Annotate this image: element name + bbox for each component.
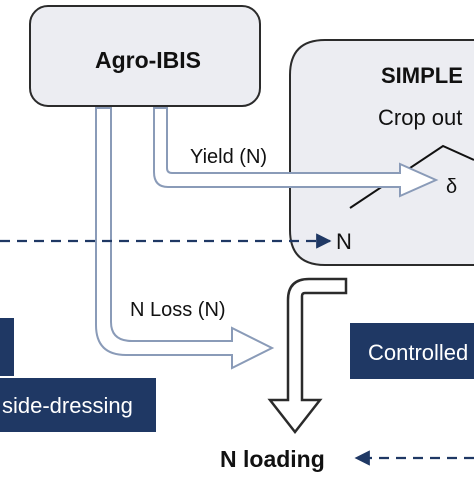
n-label: N bbox=[336, 229, 352, 254]
n-loading-label: N loading bbox=[220, 446, 325, 472]
side-dressing-label: side-dressing bbox=[2, 393, 133, 418]
simple-title: SIMPLE bbox=[381, 63, 463, 88]
controlled-box bbox=[350, 323, 474, 379]
n-loading-arrow bbox=[267, 277, 348, 435]
yield-label: Yield (N) bbox=[190, 146, 267, 168]
n-loss-arrow bbox=[95, 107, 275, 370]
delta-label: δ bbox=[446, 176, 457, 198]
yield-arrow bbox=[153, 107, 439, 198]
simple-box bbox=[289, 39, 474, 266]
controlled-label: Controlled bbox=[368, 340, 468, 365]
crop-output-label: Crop out bbox=[378, 105, 462, 130]
n-loss-label: N Loss (N) bbox=[130, 299, 226, 321]
left-navy-box-top bbox=[0, 318, 14, 376]
agro-ibis-box bbox=[29, 5, 261, 107]
agro-ibis-label: Agro-IBIS bbox=[95, 47, 201, 73]
side-dressing-box bbox=[0, 378, 156, 432]
